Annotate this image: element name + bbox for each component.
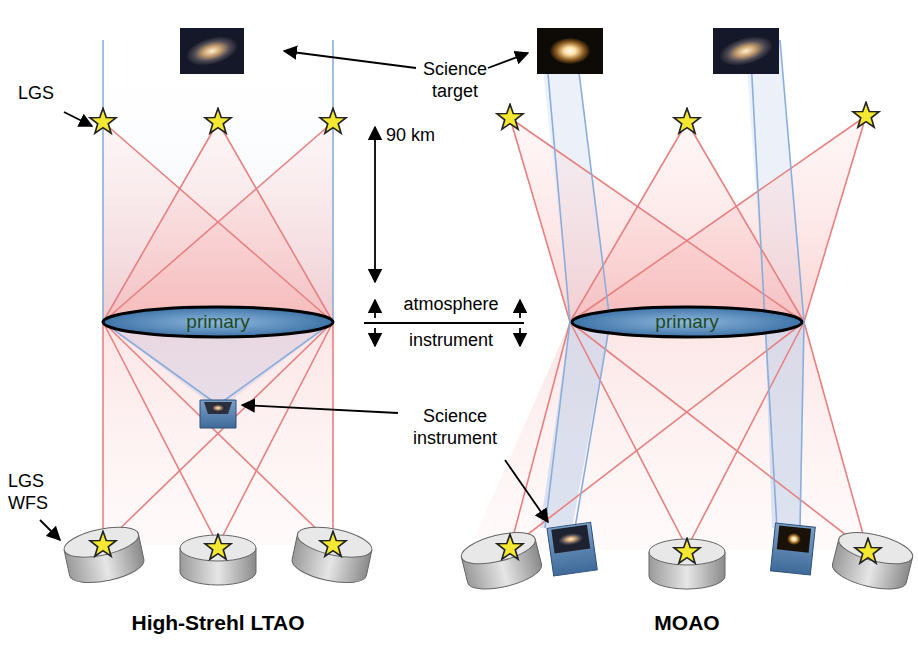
callout-label: Science target xyxy=(418,58,492,102)
mirror-ellipse: primary xyxy=(570,305,804,339)
region-label: instrument xyxy=(386,329,516,351)
callout-label: LGS WFS xyxy=(8,470,68,514)
region-label: atmosphere xyxy=(386,293,516,315)
dimension-label: 90 km xyxy=(386,124,456,146)
callout-label: LGS xyxy=(18,82,78,104)
callout-label: Science instrument xyxy=(400,405,510,449)
panel-title: MOAO xyxy=(587,612,787,634)
mirror-label: primary xyxy=(570,311,804,333)
mirror-ellipse: primary xyxy=(101,305,335,339)
panel-title: High-Strehl LTAO xyxy=(88,612,348,634)
mirror-label: primary xyxy=(101,311,335,333)
